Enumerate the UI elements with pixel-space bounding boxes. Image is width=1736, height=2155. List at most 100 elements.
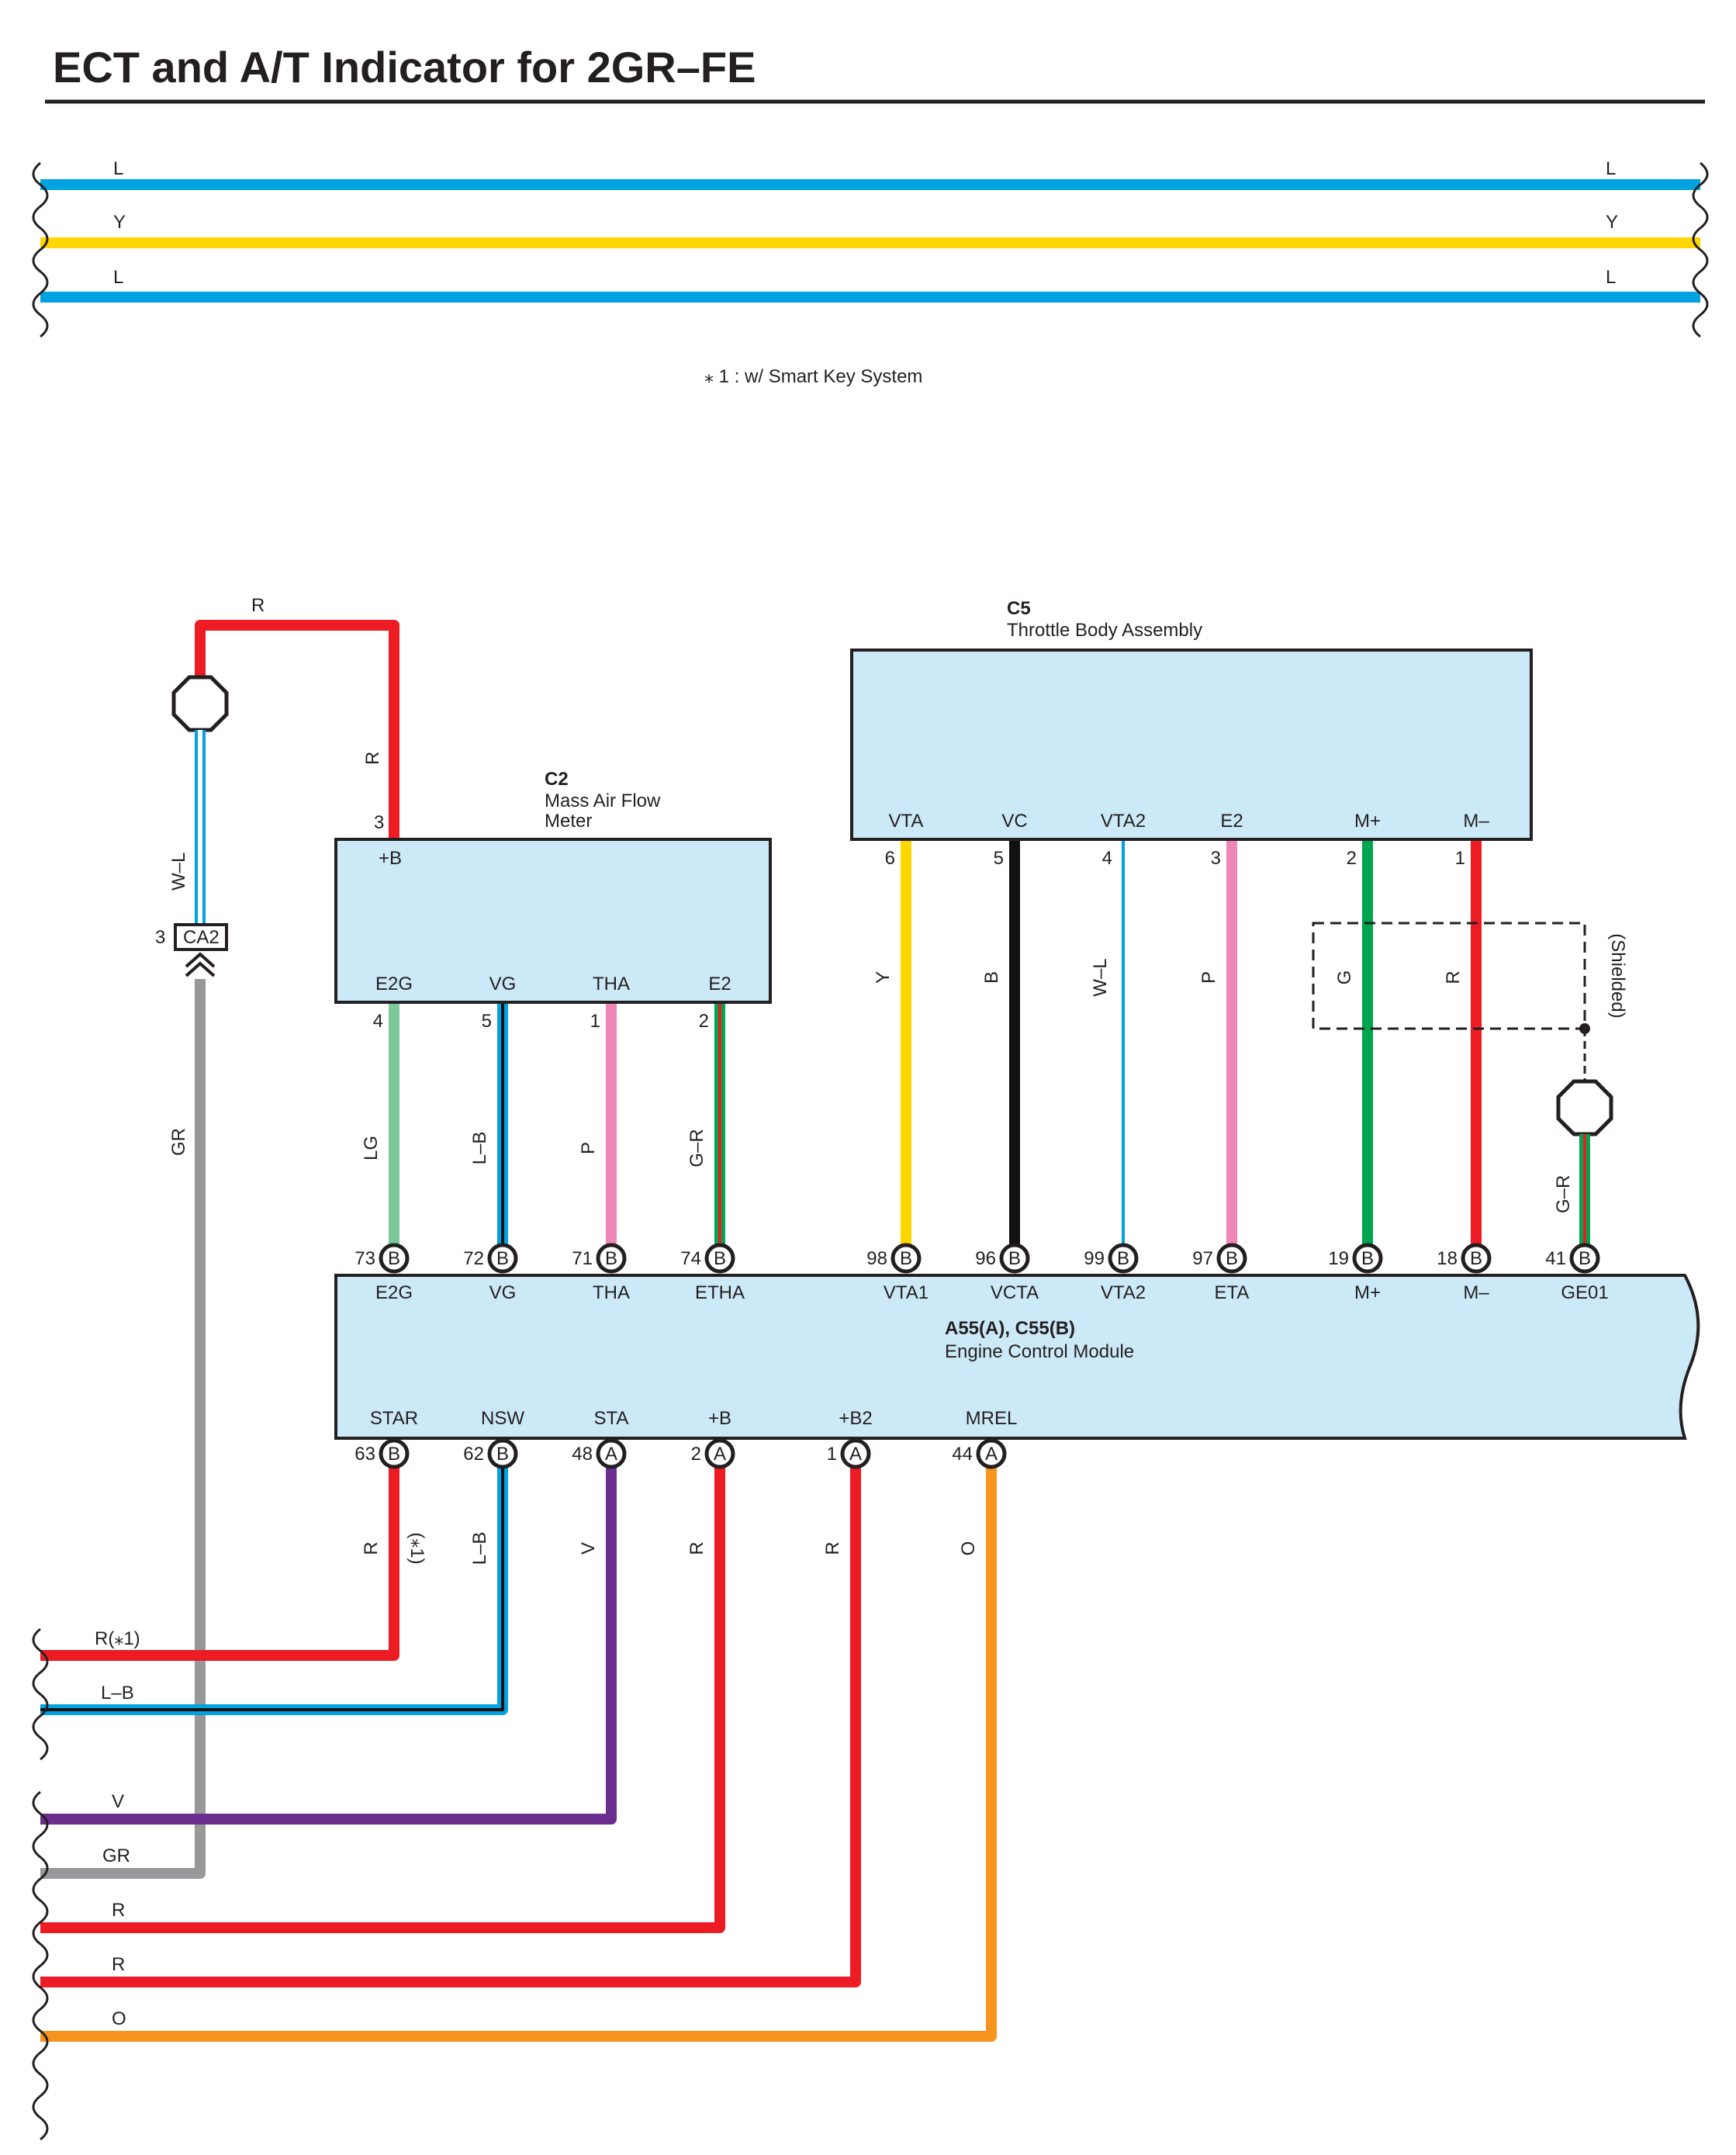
wire-label-r-vertical: R (362, 752, 383, 765)
ecm-top-pin-97 (1216, 1243, 1247, 1274)
ecm-top-pin-41 (1569, 1243, 1600, 1274)
wire-label-ecm-mrel: O (958, 1541, 979, 1556)
ecm-top-pin-98-letter: B (900, 1248, 912, 1269)
wire-ecm-nsw-stripe (40, 1466, 504, 1711)
ecm-bottom-pin-44-letter: A (985, 1444, 998, 1465)
ecm-bottom-pin-44 (976, 1438, 1007, 1469)
ecm-top-pin-74 (704, 1243, 735, 1274)
bottom-left-label-4: GR (102, 1845, 130, 1866)
ecm-bottom-pins: STARB63R(⁎1)NSWB62L–BSTAA48V+BA2R+B2A1RM… (40, 1408, 1018, 2042)
ecm-bottom-pin-2 (704, 1438, 735, 1469)
ecm-bottom-pin-num-44: 44 (952, 1444, 973, 1465)
wire-label-c2-tha: P (578, 1142, 599, 1154)
top-bus-label-1-left: L (113, 158, 123, 179)
ecm-top-pin-18 (1461, 1243, 1492, 1274)
c2-pin-label-vg: VG (489, 974, 517, 994)
ecm-top-pin-74-letter: B (714, 1248, 726, 1269)
top-bus-label-3-right: L (1606, 267, 1616, 288)
ecm-top-pin-99 (1108, 1243, 1139, 1274)
ecm-box (334, 1274, 1700, 1440)
ecm-top-pin-71 (596, 1243, 627, 1274)
ecm-bottom-pin-48 (596, 1438, 627, 1469)
ecm-top-pin-18-letter: B (1470, 1248, 1482, 1269)
ecm-top-pin-72 (487, 1243, 518, 1274)
wire-ecm-nsw (40, 1466, 508, 1715)
shield-junction-dot (1579, 1023, 1590, 1034)
ecm-top-pin-label-ge01: GE01 (1561, 1282, 1608, 1303)
ecm-top-pin-label-vta2: VTA2 (1101, 1282, 1146, 1303)
ecm-top-pin-71-letter: B (605, 1248, 617, 1269)
ecm-name: Engine Control Module (945, 1341, 1134, 1362)
wire-label-c5-m: R (1443, 970, 1464, 984)
ecm-top-pin-97-letter: B (1226, 1248, 1238, 1269)
ground-ca2-circuit: R R W–L CA2 3 GR (40, 595, 399, 1879)
c2-code: C2 (545, 769, 569, 790)
c2-name-line1: Mass Air Flow (545, 790, 661, 811)
c5-box (850, 649, 1533, 841)
c5-pin-label-m: M– (1463, 811, 1489, 832)
c5-pin-num-4: 4 (1102, 848, 1112, 869)
wire-label-c2-e2: G–R (686, 1129, 707, 1167)
wire-ecm-star (40, 1466, 399, 1661)
ecm-bottom-pin-num-62: 62 (463, 1444, 484, 1465)
c2-top-pin-label: +B (379, 848, 402, 869)
ecm-code: A55(A), C55(B) (945, 1318, 1075, 1339)
ecm-top-pin-num-72: 72 (463, 1248, 484, 1269)
shield-box (1312, 922, 1586, 1030)
ecm-top-pins: B73E2GB72VGB71THAB74ETHAB98VTA1B96VCTAB9… (354, 1243, 1609, 1303)
wire-label-c2-e2g: LG (361, 1136, 382, 1161)
ecm-bottom-pin-label-nsw: NSW (481, 1408, 524, 1429)
c2-pin-num-4: 4 (373, 1011, 383, 1032)
ecm-top-pin-label-vg: VG (489, 1282, 517, 1303)
c5-pin-label-vta2: VTA2 (1101, 811, 1146, 832)
c5-pin-label-vta: VTA (889, 811, 924, 832)
ecm-bottom-pin-63-letter: B (388, 1444, 400, 1465)
ecm-bottom-pin-63 (379, 1438, 410, 1469)
wire-label-c5-e2: P (1198, 971, 1219, 984)
footnote: ⁎ 1 : w/ Smart Key System (704, 366, 922, 387)
c5-code: C5 (1007, 598, 1031, 619)
ecm-top-pin-19 (1352, 1243, 1383, 1274)
wire-label-r-top: R (251, 595, 265, 616)
wire-ecm-sta (40, 1466, 617, 1825)
ecm-bottom-pin-label-star: STAR (370, 1408, 418, 1429)
ground-octagon-shield (1556, 1079, 1613, 1136)
ecm-bottom-pin-label-b2: +B2 (839, 1408, 872, 1429)
wire-label-c2-vg: L–B (469, 1132, 490, 1165)
wire-label-gr-vertical: GR (168, 1128, 189, 1156)
c5-name: Throttle Body Assembly (1007, 620, 1202, 641)
bottom-left: R(⁎1) L–B V GR R R O (32, 1627, 140, 2141)
bottom-left-label-1: R(⁎1) (95, 1628, 140, 1649)
bottom-left-label-6: R (112, 1954, 125, 1975)
ecm-top-pin-label-tha: THA (593, 1282, 630, 1303)
ecm-top-pin-19-letter: B (1361, 1248, 1374, 1269)
ecm-bottom-pin-label-sta: STA (594, 1408, 629, 1429)
wire-note-ecm-star: (⁎1) (406, 1532, 427, 1564)
ecm-top-pin-label-e2g: E2G (375, 1282, 413, 1303)
ecm-top-pin-label-etha: ETHA (695, 1282, 745, 1303)
c5-pin-num-3: 3 (1211, 848, 1221, 869)
ecm-bottom-pin-62-letter: B (496, 1444, 509, 1465)
connector-ca2-label: CA2 (183, 927, 220, 948)
ecm-bottom-pin-1 (840, 1438, 871, 1469)
ecm-bottom-pin-label-mrel: MREL (966, 1408, 1018, 1429)
break-mark-top-left (32, 161, 49, 338)
c5-pin-num-1: 1 (1455, 848, 1465, 869)
ecm-bottom-pin-num-63: 63 (354, 1444, 375, 1465)
ecm-top-pin-label-vta1: VTA1 (884, 1282, 929, 1303)
component-ecm: A55(A), C55(B) Engine Control Module B73… (40, 1243, 1700, 2042)
c5-pin-label-e2: E2 (1220, 811, 1243, 832)
ecm-top-pin-label-m: M– (1463, 1282, 1489, 1303)
wire-label-ecm-star: R (361, 1541, 382, 1555)
ecm-bottom-pin-1-letter: A (849, 1444, 862, 1465)
component-c5: C5 Throttle Body Assembly VTA6YVC5BVTA24… (850, 598, 1628, 1247)
ecm-top-pin-73-letter: B (388, 1248, 400, 1269)
wire-gr (40, 979, 206, 1879)
ecm-top-pin-41-letter: B (1579, 1248, 1591, 1269)
wire-label-c5-vta: Y (873, 971, 894, 984)
ecm-top-pin-num-41: 41 (1545, 1248, 1566, 1269)
c5-pin-num-5: 5 (994, 848, 1004, 869)
